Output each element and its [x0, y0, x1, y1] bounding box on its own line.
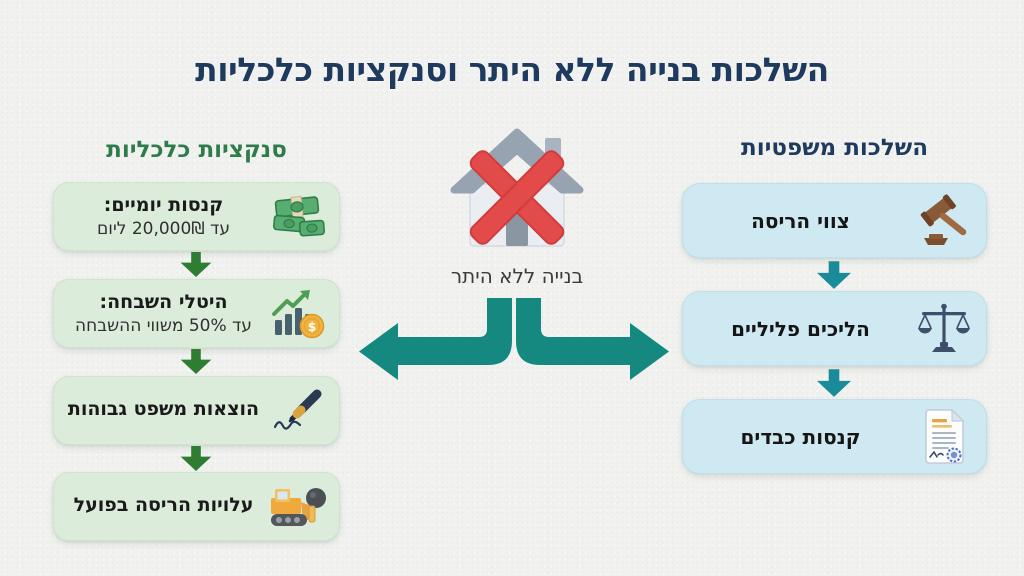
- card-improvement-levies: $ היטלי השבחה: עד 50% משווי ההשבחה: [53, 279, 340, 348]
- page-title: השלכות בנייה ללא היתר וסנקציות כלכליות: [195, 50, 829, 89]
- card-criminal-proceedings: הליכים פליליים: [682, 291, 987, 366]
- down-arrow-icon: [817, 369, 851, 397]
- money-stack-icon: [267, 193, 329, 241]
- card-daily-fines: קנסות יומיים: עד 20,000₪ ליום: [53, 182, 340, 251]
- card-demolition-orders: צווי הריסה: [682, 183, 987, 258]
- card-title: עלויות הריסה בפועל: [73, 494, 254, 517]
- card-title: צווי הריסה: [751, 208, 850, 233]
- center-caption: בנייה ללא היתר: [450, 264, 584, 288]
- card-title: היטלי השבחה:: [99, 290, 228, 313]
- card-legal-costs: הוצאות משפט גבוהות: [53, 376, 340, 445]
- card-title: קנסות יומיים:: [103, 193, 224, 216]
- growth-chart-coin-icon: $: [267, 288, 329, 340]
- fine-document-seal-icon: [910, 408, 978, 465]
- split-arrows-icon: [350, 294, 674, 390]
- red-x-mark: [469, 150, 565, 245]
- right-branch-arrow: [516, 298, 669, 380]
- card-title: הוצאות משפט גבוהות: [67, 398, 260, 421]
- svg-text:$: $: [308, 320, 316, 334]
- house-with-red-x-icon: [450, 126, 584, 254]
- pen-signature-icon: [267, 386, 329, 436]
- card-subtitle: עד 50% משווי ההשבחה: [75, 315, 252, 336]
- gavel-icon: [910, 193, 978, 248]
- left-column-header: סנקציות כלכליות: [106, 137, 287, 163]
- down-arrow-icon: [180, 446, 212, 471]
- down-arrow-icon: [180, 349, 212, 374]
- down-arrow-icon: [817, 261, 851, 289]
- card-title: קנסות כבדים: [740, 424, 861, 449]
- card-demolition-costs: עלויות הריסה בפועל: [53, 472, 340, 541]
- card-heavy-fines: קנסות כבדים: [682, 399, 987, 474]
- card-title: הליכים פליליים: [731, 316, 870, 341]
- down-arrow-icon: [180, 252, 212, 277]
- card-subtitle: עד 20,000₪ ליום: [97, 218, 230, 239]
- bulldozer-wrecking-ball-icon: [267, 484, 329, 530]
- scales-of-justice-icon: [910, 302, 978, 356]
- left-branch-arrow: [359, 298, 512, 380]
- right-column-header: השלכות משפטיות: [740, 135, 928, 161]
